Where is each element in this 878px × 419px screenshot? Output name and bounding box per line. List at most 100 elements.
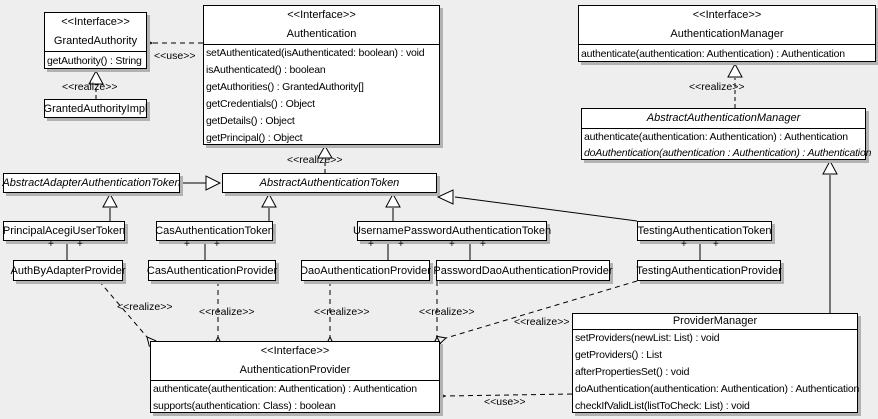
method: getCredentials() : Object (206, 98, 315, 110)
realize-arrow-testingauthenticationprovider (436, 280, 638, 346)
method: supports(authentication: Class) : boolea… (153, 400, 336, 412)
association-plus: + (681, 239, 687, 250)
class-testing-authentication-provider: TestingAuthenticationProvider (636, 260, 782, 281)
class-dao-authentication-provider: DaoAuthenticationProvider (300, 260, 431, 281)
class-name: GrantedAuthority (53, 35, 138, 47)
class-password-dao-authentication-provider: PasswordDaoAuthenticationProvider (433, 260, 613, 281)
class-abstract-authentication-token: AbstractAuthenticationToken (222, 173, 437, 193)
class-name: TestingAuthenticationProvider (636, 264, 782, 277)
class-title: <<Interface>> AuthenticationProvider (151, 342, 439, 380)
class-auth-by-adapter-provider: AuthByAdapterProvider (10, 260, 126, 281)
method: setProviders(newList: List) : void (575, 332, 720, 344)
class-cas-authentication-token: CasAuthenticationToken (155, 221, 274, 241)
realize-arrow-grantedauthorityimpl (88, 69, 104, 99)
association-plus: + (449, 239, 455, 250)
class-provider-manager: ProviderManager setProviders(newList: Li… (572, 313, 860, 415)
realize-label-daoprovider: <<realize>> (314, 306, 370, 318)
method: isAuthenticated() : boolean (206, 64, 326, 76)
realize-arrow-authbyadapterprovider (98, 280, 157, 347)
generalization-usernamepasswordtoken (385, 192, 401, 221)
generalization-casauthenticationtoken (261, 192, 277, 221)
association-plus: + (214, 239, 220, 250)
realize-label-passworddaoprovider: <<realize>> (419, 306, 475, 318)
methods-compartment: getAuthority() : String (45, 51, 146, 71)
generalization-abstractadaptertoken-to-abstracttoken (180, 175, 222, 191)
generalization-testingauthenticationtoken (436, 189, 638, 222)
method: authenticate(authentication: Authenticat… (581, 48, 845, 60)
class-name: AuthByAdapterProvider (10, 264, 126, 277)
class-abstract-authentication-manager: AbstractAuthenticationManager authentica… (581, 108, 872, 161)
methods-compartment: authenticate(authentication: Authenticat… (579, 44, 875, 64)
class-testing-authentication-token: TestingAuthenticationToken (637, 221, 772, 241)
method: doAuthentication(authentication: Authent… (575, 383, 860, 395)
class-name: UsernamePasswordAuthenticationToken (352, 225, 552, 237)
methods-compartment: authenticate(authentication: Authenticat… (151, 380, 439, 415)
use-arrow-providermanager-to-authenticationprovider (435, 391, 573, 402)
method: authenticate(authentication: Authenticat… (584, 131, 848, 143)
method: doAuthentication(authentication : Authen… (584, 147, 872, 159)
stereotype-label: <<Interface>> (61, 16, 130, 28)
methods-compartment: setAuthenticated(isAuthenticated: boolea… (204, 44, 439, 147)
association-plus: + (368, 239, 374, 250)
association-plus: + (184, 239, 190, 250)
realize-label-testingprovider: <<realize>> (514, 316, 570, 328)
class-title: <<Interface>> AuthenticationManager (579, 6, 875, 44)
method: getPrincipal() : Object (206, 132, 303, 144)
class-name: AuthenticationManager (670, 28, 784, 40)
methods-compartment: authenticate(authentication: Authenticat… (582, 128, 872, 161)
realize-label-abstracttoken: <<realize>> (287, 154, 343, 166)
class-granted-authority-impl: GrantedAuthorityImpl (44, 99, 147, 118)
class-name: ProviderManager (672, 315, 758, 327)
method: getDetails() : Object (206, 115, 295, 127)
class-name: Authentication (286, 28, 357, 40)
method: afterPropertiesSet() : void (575, 366, 690, 378)
realize-arrow-abstractauthenticationtoken (317, 145, 333, 173)
class-username-password-authentication-token: UsernamePasswordAuthenticationToken (352, 221, 552, 241)
realize-arrow-abstractauthenticationmanager (727, 62, 743, 108)
method: getProviders() : List (575, 349, 662, 361)
method: setAuthenticated(isAuthenticated: boolea… (206, 47, 425, 59)
class-name: GrantedAuthorityImpl (43, 102, 148, 115)
realize-label-abstractmanager: <<realize>> (689, 81, 745, 93)
association-plus: + (48, 239, 54, 250)
class-abstract-adapter-authentication-token: AbstractAdapterAuthenticationToken (2, 173, 181, 193)
method: checkIfValidList(listToCheck: List) : vo… (575, 400, 750, 412)
association-plus: + (480, 239, 486, 250)
class-name: PasswordDaoAuthenticationProvider (433, 264, 613, 277)
method: getAuthority() : String (47, 55, 142, 67)
class-name: AbstractAuthenticationManager (646, 112, 801, 124)
method: getAuthorities() : GrantedAuthority[] (206, 81, 364, 93)
use-label-providermanager: <<use>> (484, 396, 526, 408)
realize-label-casprovider: <<realize>> (199, 306, 255, 318)
methods-compartment: setProviders(newList: List) : void getPr… (573, 329, 860, 415)
association-plus: + (713, 239, 719, 250)
stereotype-label: <<Interface>> (692, 9, 762, 21)
association-plus: + (77, 239, 83, 250)
class-name: CasAuthenticationProvider (146, 264, 278, 277)
generalization-principalacegiusertoken (102, 192, 118, 221)
class-title: <<Interface>> GrantedAuthority (45, 13, 146, 51)
class-title: ProviderManager (573, 314, 857, 329)
class-cas-authentication-provider: CasAuthenticationProvider (146, 260, 278, 281)
class-title: AbstractAuthenticationManager (582, 109, 865, 128)
method: authenticate(authentication: Authenticat… (153, 383, 417, 395)
class-principal-acegi-user-token: PrincipalAcegiUserToken (3, 221, 125, 241)
association-plus: + (398, 239, 404, 250)
class-authentication-provider: <<Interface>> AuthenticationProvider aut… (150, 341, 440, 413)
class-name: AuthenticationProvider (239, 364, 351, 376)
class-name: TestingAuthenticationToken (637, 225, 772, 237)
class-title: <<Interface>> Authentication (204, 6, 439, 44)
class-name: AbstractAdapterAuthenticationToken (2, 177, 181, 189)
class-name: DaoAuthenticationProvider (300, 264, 431, 277)
class-authentication: <<Interface>> Authentication setAuthenti… (203, 5, 440, 145)
realize-label-grantedauthorityimpl: <<realize>> (62, 81, 118, 93)
stereotype-label: <<Interface>> (260, 345, 330, 357)
class-name: PrincipalAcegiUserToken (2, 225, 126, 237)
class-authentication-manager: <<Interface>> AuthenticationManager auth… (578, 5, 876, 62)
class-granted-authority: <<Interface>> GrantedAuthority getAuthor… (44, 12, 147, 69)
stereotype-label: <<Interface>> (287, 9, 356, 21)
class-name: AbstractAuthenticationToken (259, 177, 400, 189)
realize-label-authbyadapter: <<realize>> (117, 301, 173, 313)
